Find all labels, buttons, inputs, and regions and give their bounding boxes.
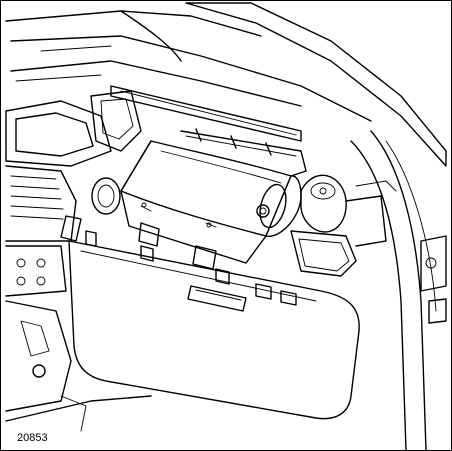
dashboard-top-panel <box>5 10 372 122</box>
glovebox-frame-tabs <box>60 215 297 306</box>
defrost-vent <box>110 85 302 142</box>
right-dashboard-components <box>290 174 447 324</box>
passenger-airbag-module <box>120 140 302 270</box>
figure-reference-number: 20853 <box>17 432 48 444</box>
central-air-vent <box>91 177 121 215</box>
a-pillar-door-frame <box>350 130 437 450</box>
lower-console <box>5 395 152 432</box>
airbag-mounting-bracket <box>180 128 307 177</box>
windscreen-trim <box>185 2 447 167</box>
glovebox-lid <box>68 240 360 420</box>
